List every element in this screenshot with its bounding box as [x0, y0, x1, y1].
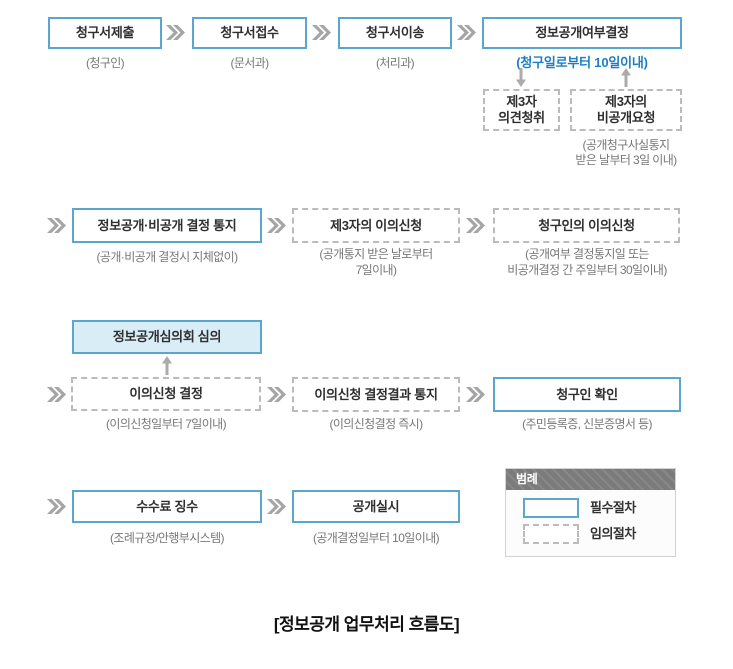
- arrow-up-icon: [161, 356, 173, 375]
- node-committee-review: 정보공개심의회 심의: [72, 320, 262, 354]
- node-label: 정보공개심의회 심의: [112, 329, 222, 344]
- node-label: 이의신청 결정결과 통지: [314, 386, 438, 402]
- node-request-transfer: 청구서이송: [338, 17, 452, 49]
- chevron-right-icon: [267, 218, 286, 233]
- chevron-right-icon: [457, 25, 476, 40]
- node-label: 제3자 의견청취: [498, 94, 545, 125]
- node-label: 제3자의 비공개요청: [596, 94, 656, 125]
- node-label: 청구서이송: [365, 25, 425, 40]
- arrow-up-icon: [620, 68, 632, 87]
- chevron-right-icon: [47, 387, 66, 402]
- legend-required-label: 필수절차: [590, 500, 636, 515]
- caption-third-party-nondisclosure: (공개청구사실통지 받은 날부터 3일 이내): [575, 138, 677, 167]
- chevron-right-icon: [267, 499, 286, 514]
- node-objection-decision: 이의신청 결정: [71, 377, 261, 411]
- node-label: 수수료 징수: [136, 498, 198, 514]
- arrow-down-icon: [515, 68, 527, 87]
- caption-disclosure-execution: (공개결정일부터 10일이내): [312, 531, 440, 545]
- legend-required-sample-box: [523, 498, 579, 518]
- node-disclosure-decision: 정보공개여부결정: [482, 17, 682, 49]
- node-label: 청구서접수: [220, 25, 279, 40]
- caption-objection-result-notice: (이의신청결정 즉시): [329, 417, 423, 431]
- caption-requester-verification: (주민등록증, 신분증명서 등): [522, 417, 652, 431]
- caption-request-transfer: (처리과): [375, 56, 415, 70]
- node-label: 정보공개·비공개 결정 통지: [97, 217, 237, 233]
- caption-third-party-objection: (공개통지 받은 날로부터 7일이내): [319, 247, 433, 277]
- legend: 범례 필수절차 임의절차: [505, 468, 676, 557]
- node-label: 청구인의 이의신청: [538, 217, 635, 233]
- caption-request-receive: (문서과): [230, 56, 269, 70]
- caption-requester-objection: (공개여부 결정통지일 또는 비공개결정 간 주일부터 30일이내): [507, 247, 667, 277]
- chevron-right-icon: [466, 218, 485, 233]
- node-request-receive: 청구서접수: [192, 17, 307, 49]
- node-decision-notice: 정보공개·비공개 결정 통지: [72, 208, 262, 243]
- node-third-party-nondisclosure: 제3자의 비공개요청: [570, 89, 682, 131]
- node-request-submit: 청구서제출: [48, 17, 162, 49]
- node-label: 청구서제출: [75, 25, 135, 40]
- legend-optional-label: 임의절차: [590, 526, 636, 541]
- node-fee-collection: 수수료 징수: [72, 490, 262, 523]
- chevron-right-icon: [47, 499, 66, 514]
- chevron-right-icon: [166, 25, 185, 40]
- node-label: 정보공개여부결정: [535, 25, 629, 40]
- node-requester-objection: 청구인의 이의신청: [493, 208, 680, 243]
- chevron-right-icon: [312, 25, 331, 40]
- caption-request-submit: (청구인): [85, 56, 125, 70]
- node-requester-verification: 청구인 확인: [493, 377, 681, 412]
- node-label: 공개실시: [352, 498, 400, 514]
- chevron-right-icon: [466, 387, 485, 402]
- node-label: 청구인 확인: [556, 386, 618, 402]
- caption-decision-notice: (공개·비공개 결정시 지체없이): [96, 250, 239, 264]
- caption-fee-collection: (조례규정/안행부시스템): [110, 531, 225, 545]
- node-third-party-opinion: 제3자 의견청취: [483, 89, 560, 131]
- node-objection-result-notice: 이의신청 결정결과 통지: [292, 377, 460, 412]
- node-label: 이의신청 결정: [129, 386, 203, 401]
- legend-header: 범례: [506, 469, 675, 490]
- diagram-title: [정보공개 업무처리 흐름도]: [273, 615, 460, 634]
- legend-optional-sample-box: [523, 524, 579, 544]
- caption-disclosure-decision: (청구일로부터 10일이내): [516, 55, 648, 70]
- caption-objection-decision: (이의신청일부터 7일이내): [105, 417, 227, 431]
- node-third-party-objection: 제3자의 이의신청: [292, 208, 460, 243]
- node-label: 제3자의 이의신청: [330, 217, 422, 233]
- chevron-right-icon: [267, 387, 286, 402]
- chevron-right-icon: [47, 218, 66, 233]
- node-disclosure-execution: 공개실시: [292, 490, 460, 523]
